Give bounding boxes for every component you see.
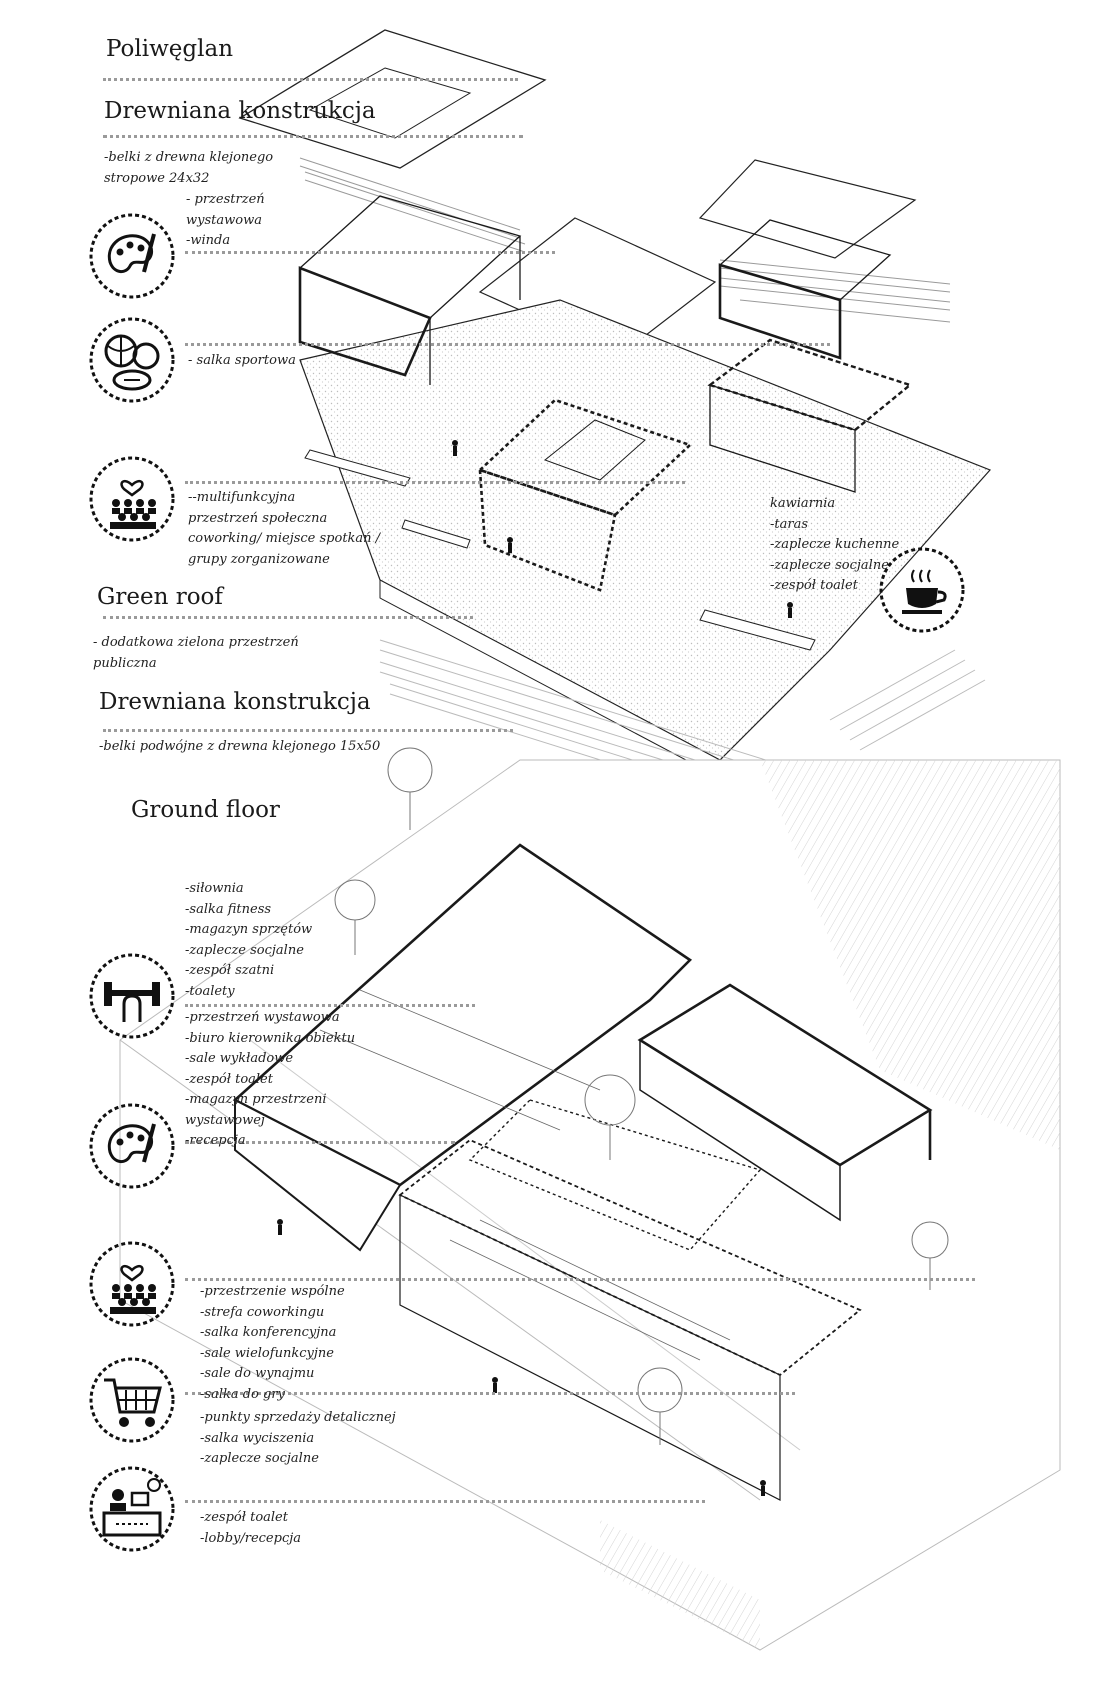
note-sports: - salka sportowa (188, 353, 296, 368)
leader-exhibition-ground (185, 1141, 455, 1144)
heading-ground-floor: Ground floor (131, 797, 280, 823)
green-roof-slab (299, 299, 992, 779)
community-people-icon (89, 456, 175, 542)
coffee-cup-icon (879, 547, 965, 633)
note-lobby: -zespół toalet-lobby/recepcja (200, 1510, 302, 1546)
reception-desk-icon (89, 1466, 175, 1552)
art-palette-icon (89, 1103, 175, 1189)
leader-poliweglan (103, 78, 518, 81)
upper-floor-volumes (298, 195, 913, 592)
note-gym: -siłownia-salka fitness-magazyn sprzętów… (185, 881, 313, 999)
ground-floor-buildings (232, 843, 933, 1501)
note-retail: -punkty sprzedaży detalicznej-salka wyci… (200, 1410, 396, 1466)
note-exhibition-ground: -przestrzeń wystawowa-biuro kierownika o… (185, 1010, 356, 1148)
heading-drewniana-bottom: Drewniana konstrukcja (99, 689, 371, 715)
leader-green-roof (103, 616, 473, 619)
trees (334, 747, 949, 1445)
note-shared: -przestrzenie wspólne-strefa coworkingu-… (200, 1284, 345, 1402)
sports-balls-icon (89, 317, 175, 403)
heading-drewniana-top: Drewniana konstrukcja (104, 98, 376, 124)
note-belki-podwojne: -belki podwójne z drewna klejonego 15x50 (99, 739, 381, 754)
leader-retail (185, 1392, 795, 1395)
leader-exhibition-upper (185, 251, 555, 254)
leader-shared (185, 1278, 975, 1281)
ground-floor-base (119, 759, 1061, 1651)
leader-sports (185, 343, 830, 346)
leader-drewniana-top (103, 135, 523, 138)
shopping-cart-icon (89, 1357, 175, 1443)
fitness-dumbbell-icon (89, 953, 175, 1039)
leader-gym (185, 1004, 475, 1007)
polycarbonate-roof (238, 29, 547, 169)
leader-drewniana-bottom (103, 729, 513, 732)
people-figures (277, 440, 793, 1496)
timber-beams-upper (299, 157, 951, 323)
community-people-icon (89, 1241, 175, 1327)
leader-community-upper (185, 481, 685, 484)
heading-poliweglan: Poliwęglan (106, 36, 234, 62)
art-palette-icon (89, 213, 175, 299)
leader-lobby (185, 1500, 705, 1503)
note-cafe: kawiarnia-taras-zaplecze kuchenne-zaplec… (770, 496, 900, 593)
heading-green-roof: Green roof (97, 584, 223, 610)
